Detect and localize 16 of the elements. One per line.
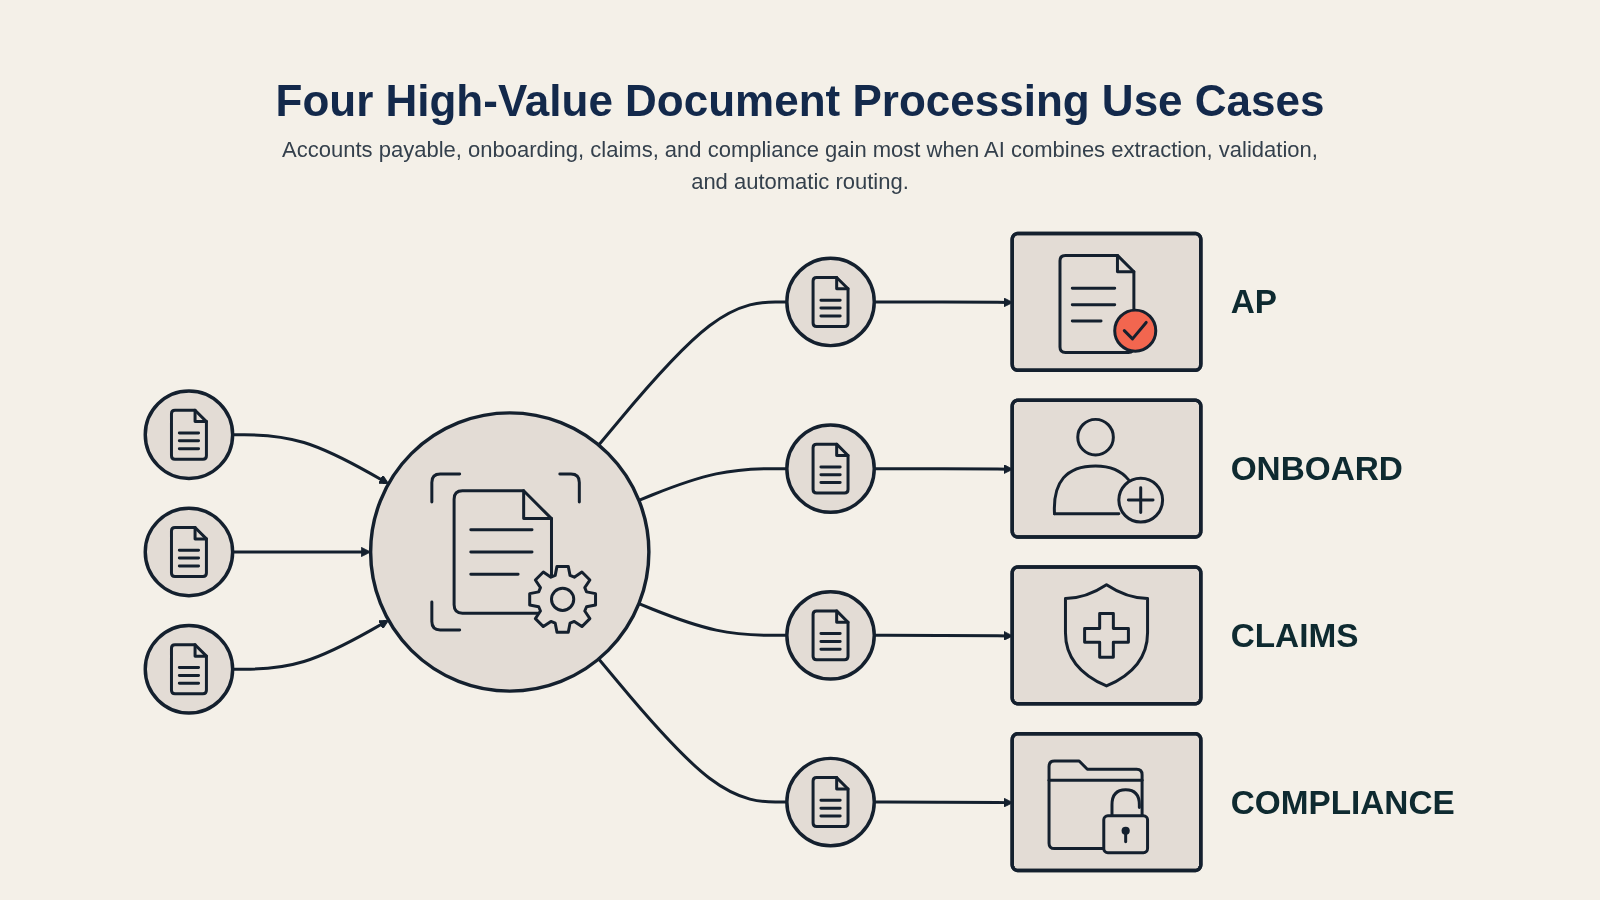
node-circle [785, 256, 876, 348]
subtitle: Accounts payable, onboarding, claims, and compliance gain most when AI combines extraction, validation, and automatic routing. [281, 136, 1319, 196]
category-label: COMPLIANCE [1230, 783, 1455, 821]
connector [597, 658, 787, 804]
node-circle [785, 756, 876, 848]
category-label: ONBOARD [1230, 450, 1403, 488]
node-circle [143, 389, 235, 481]
node-circle [143, 623, 235, 715]
category-label: CLAIMS [1230, 616, 1359, 654]
category-label: AP [1230, 283, 1277, 321]
connector [597, 300, 787, 446]
node-circle [143, 506, 235, 598]
node-circle [785, 589, 876, 681]
node-circle [368, 411, 651, 693]
node-circle [785, 423, 876, 515]
title: Four High-Value Document Processing Use Cases [275, 76, 1325, 126]
